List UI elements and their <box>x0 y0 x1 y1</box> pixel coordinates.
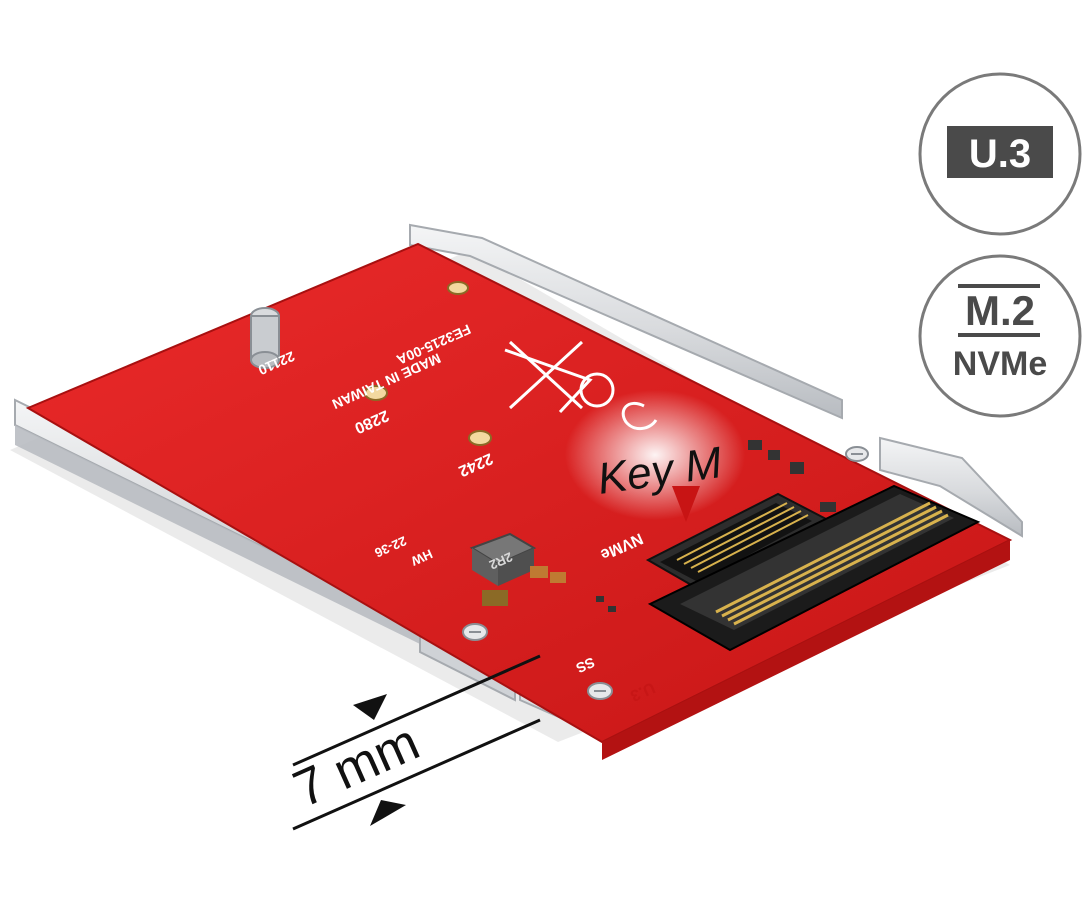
m2-socket <box>645 492 831 592</box>
mount-hole-top <box>447 281 469 295</box>
u3-connector <box>647 484 981 652</box>
right-bracket <box>879 436 1023 538</box>
u3-badge-label: U.3 <box>969 132 1031 176</box>
ssd-adapter: FE3215-00A MADE IN TAIWAN 2280 2242 2211… <box>10 223 1023 831</box>
screw-right <box>587 682 613 700</box>
interface-badges: U.3 M.2 NVMe <box>918 72 1082 418</box>
m2-badge-label: M.2 <box>965 287 1035 334</box>
thickness-arrow-bottom <box>370 800 406 826</box>
m2-nvme-badge: M.2 NVMe <box>918 254 1082 418</box>
smd-components <box>482 440 836 612</box>
silkscreen-ss: SS <box>574 654 598 676</box>
weee-x <box>508 340 584 410</box>
mount-hole-2242 <box>468 430 492 446</box>
screw-left <box>462 623 488 641</box>
inductor <box>469 532 537 586</box>
standoff <box>250 307 280 369</box>
weee-mark <box>504 348 593 414</box>
socket-pins <box>676 502 809 573</box>
screw-top-right <box>845 446 869 462</box>
key-m-arrow <box>672 486 700 522</box>
thickness-arrow-top <box>353 694 387 720</box>
u3-badge-box <box>947 126 1053 178</box>
thickness-line-bottom <box>292 718 541 831</box>
thickness-line-top <box>292 654 541 767</box>
nvme-badge-label: NVMe <box>953 345 1047 383</box>
u3-badge: U.3 <box>918 72 1082 236</box>
left-rail-bottom <box>15 425 422 645</box>
key-m-glow <box>565 390 745 520</box>
pcb-edge <box>602 540 1010 760</box>
top-rail <box>409 223 843 420</box>
mount-hole-2280 <box>364 385 388 401</box>
key-m-callout: Key M <box>565 390 745 522</box>
